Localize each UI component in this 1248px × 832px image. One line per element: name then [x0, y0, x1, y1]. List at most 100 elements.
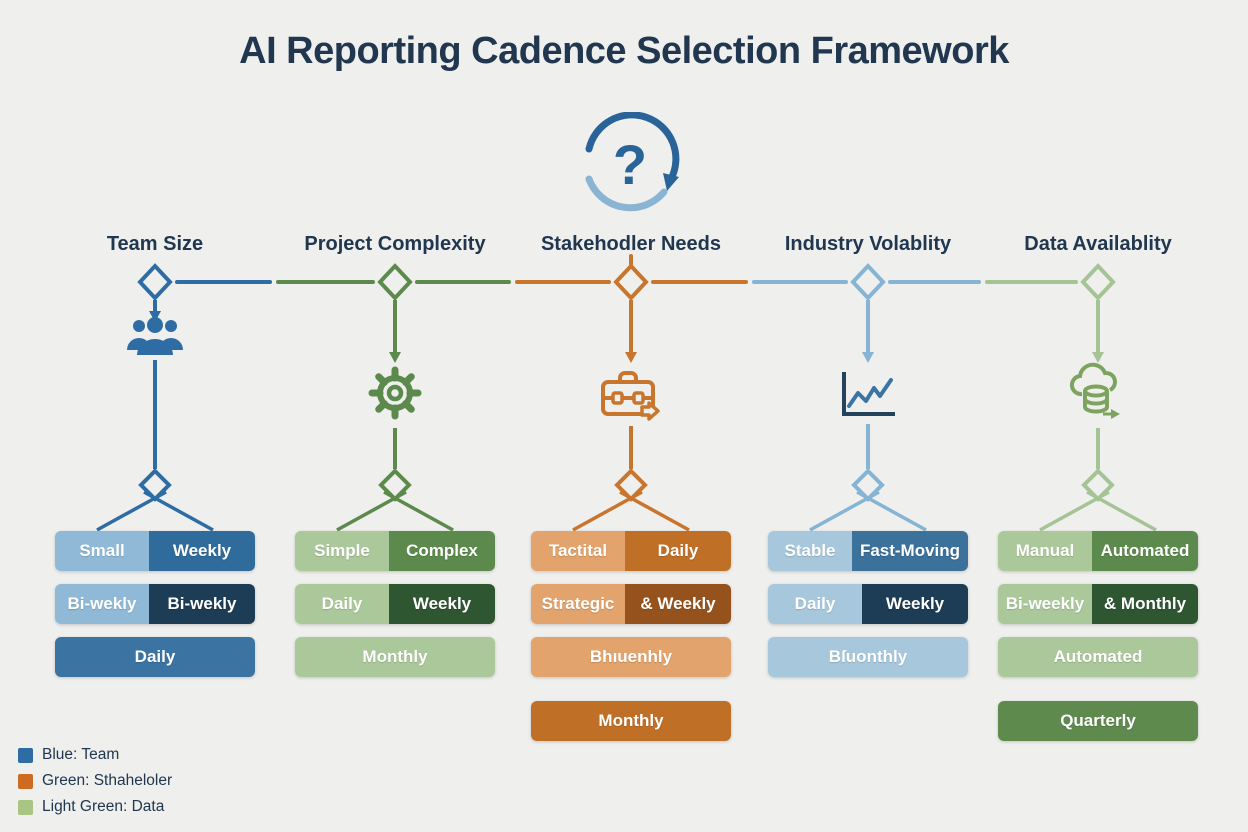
legend-swatch [18, 773, 33, 789]
branch-line [383, 490, 454, 532]
question-glyph: ? [613, 133, 647, 196]
column-header-stakeholder-needs: Stakehodler Needs [540, 233, 722, 255]
box-volatility-option: Bſuonthly [768, 637, 968, 677]
legend-item: Blue: Team [18, 742, 172, 768]
branch-line [336, 490, 407, 532]
box-cell: Daily [625, 531, 731, 571]
cycle-arrowhead [663, 173, 679, 191]
chart-trendline [847, 378, 893, 408]
connectors-industry-volatility [809, 263, 927, 532]
box-label: Stable [784, 541, 836, 560]
box-team-size-option: Daily [55, 637, 255, 677]
box-cell: & Weekly [625, 584, 731, 624]
branch-line [96, 490, 167, 532]
box-cell: Small [55, 531, 149, 571]
box-label: Fast-Moving [859, 541, 961, 560]
box-label: Monthly [362, 647, 428, 666]
arrowhead [625, 352, 637, 363]
box-cell: Weekly [389, 584, 495, 624]
page-title: AI Reporting Cadence Selection Framework [239, 30, 1009, 72]
box-cell: Fast-Moving [852, 531, 968, 571]
box-label: Monthly [598, 711, 664, 730]
box-label: Automated [1100, 541, 1190, 560]
box-team-size-option: Small Weekly [55, 531, 255, 571]
box-label: Tactital [548, 541, 608, 560]
box-label: Simple [314, 541, 370, 560]
box-label: Manual [1015, 541, 1075, 560]
box-label: Daily [321, 594, 363, 613]
box-data-availability-option: Manual Automated [998, 531, 1198, 571]
box-label: Bi-weekly [1005, 594, 1085, 613]
box-label: Bhıuenhly [589, 647, 673, 666]
decision-diamond [378, 468, 412, 502]
top-rail [175, 254, 1078, 284]
legend: Blue: Team Green: Sthaheloler Light Gree… [18, 742, 172, 820]
box-label: Small [79, 541, 125, 560]
box-cell: Complex [389, 531, 495, 571]
box-label: Bi-wekly [167, 594, 237, 613]
column-header-data-availability: Data Availablity [1024, 233, 1172, 255]
box-data-availability-option: Bi-weekly & Monthly [998, 584, 1198, 624]
decision-diamond [1081, 468, 1115, 502]
column-header-project-complexity: Project Complexity [304, 233, 486, 255]
box-label: Bſuonthly [828, 647, 908, 666]
column-header-team-size: Team Size [106, 233, 204, 255]
branch-line [809, 490, 880, 532]
legend-item: Light Green: Data [18, 794, 172, 820]
box-label: Weekly [885, 594, 945, 613]
chart-axes [842, 372, 895, 416]
chart-icon [842, 372, 895, 416]
box-stakeholder-option: Bhıuenhly [531, 637, 731, 677]
box-label: Automated [1053, 647, 1143, 666]
branch-line [572, 490, 643, 532]
decision-diamond [1080, 263, 1116, 301]
box-cell: Bi-wekly [149, 584, 255, 624]
box-cell: Bi-weekly [998, 584, 1092, 624]
box-cell: Automated [1092, 531, 1198, 571]
box-volatility-option: Daily Weekly [768, 584, 968, 624]
people-icon [127, 317, 183, 355]
box-cell: Monthly [531, 701, 731, 741]
column-header-industry-volatility: Industry Volablity [784, 233, 952, 255]
branch-line [856, 490, 927, 532]
box-cell: Daily [55, 637, 255, 677]
briefcase-icon [601, 371, 660, 421]
box-label: Daily [794, 594, 836, 613]
decision-diamond [138, 468, 172, 502]
box-stakeholder-option: Tactital Daily [531, 531, 731, 571]
box-cell: Monthly [295, 637, 495, 677]
box-stakeholder-option: Monthly [531, 701, 731, 741]
box-cell: Bſuonthly [768, 637, 968, 677]
cloud-database-icon [1070, 362, 1120, 419]
branch-line [619, 490, 690, 532]
box-cell: Manual [998, 531, 1092, 571]
box-label: Daily [657, 541, 699, 560]
box-label: Weekly [412, 594, 472, 613]
legend-item: Green: Sthaheloler [18, 768, 172, 794]
box-cell: Quarterly [998, 701, 1198, 741]
connectors-stakeholder-needs [572, 263, 690, 532]
box-cell: Weekly [862, 584, 968, 624]
box-cell: Daily [768, 584, 862, 624]
arrowhead [389, 352, 401, 363]
box-label: Strategic [541, 594, 615, 613]
cloud-arrowhead [1111, 409, 1120, 419]
box-label: Weekly [172, 541, 232, 560]
box-cell: Tactital [531, 531, 625, 571]
decision-diamond [377, 263, 413, 301]
box-label: Quarterly [1060, 711, 1136, 730]
box-cell: & Monthly [1092, 584, 1198, 624]
arrowhead [149, 311, 161, 322]
decision-diamond [613, 263, 649, 301]
decision-diamond [137, 263, 173, 301]
box-label: Bi-wekly [67, 594, 137, 613]
box-cell: Bi-wekly [55, 584, 149, 624]
legend-label: Blue: Team [42, 746, 120, 763]
box-label: Complex [406, 541, 478, 560]
box-label: & Weekly [640, 594, 716, 613]
decision-diamond [614, 468, 648, 502]
legend-label: Light Green: Data [42, 798, 165, 815]
box-team-size-option: Bi-wekly Bi-wekly [55, 584, 255, 624]
arrowhead [1092, 352, 1104, 363]
box-cell: Simple [295, 531, 389, 571]
